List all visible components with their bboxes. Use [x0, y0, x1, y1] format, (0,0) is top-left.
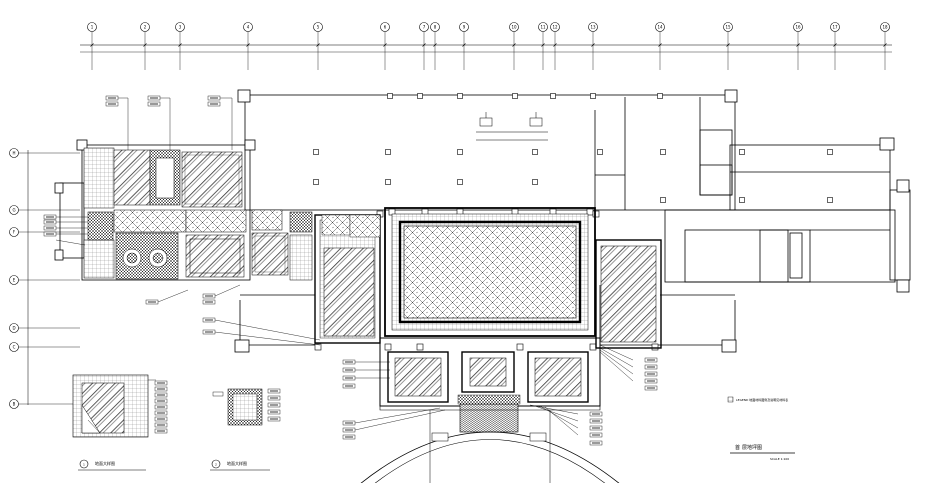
grid-column-label: 12: [552, 24, 558, 29]
grid-column-9: 9: [459, 22, 469, 70]
grid-column-3: 3: [175, 22, 185, 70]
grid-column-label: 14: [657, 24, 663, 29]
grid-column-5: 5: [313, 22, 323, 70]
grid-column-7: 7: [419, 22, 429, 70]
grid-row-C: C: [9, 342, 80, 352]
detail-1: [72, 374, 156, 438]
detail1-title: 地面大样图: [95, 460, 115, 466]
structural-columns: [313, 93, 833, 351]
grid-column-2: 2: [140, 22, 150, 70]
grid-row-label: C: [13, 344, 16, 349]
grid-axis-left: H G F E D C B: [9, 148, 80, 409]
grid-column-4: 4: [243, 22, 253, 70]
grid-column-14: 14: [655, 22, 665, 70]
grid-row-H: H: [9, 148, 80, 158]
grid-column-label: 15: [725, 24, 731, 29]
grid-column-6: 6: [380, 22, 390, 70]
detail2-title: 地面大样图: [227, 460, 247, 466]
grid-column-15: 15: [723, 22, 733, 70]
main-plan-scale: SCALE 1:100: [770, 457, 789, 461]
grid-column-label: 13: [590, 24, 596, 29]
grid-column-11: 11: [538, 22, 548, 70]
grid-column-18: 18: [880, 22, 890, 70]
grid-column-12: 12: [550, 22, 560, 70]
grid-column-label: 11: [540, 24, 546, 29]
grid-column-label: 6: [384, 24, 387, 29]
grid-column-label: 17: [832, 24, 838, 29]
grid-row-label: D: [12, 325, 15, 330]
grid-column-label: 9: [463, 24, 466, 29]
grid-column-label: 1: [91, 24, 94, 29]
grid-row-D: D: [9, 323, 80, 333]
grid-column-16: 16: [793, 22, 803, 70]
grid-column-13: 13: [588, 22, 598, 70]
detail-2: [212, 388, 263, 426]
grid-column-label: 7: [423, 24, 426, 29]
grid-column-label: 2: [144, 24, 147, 29]
section-symbols: [476, 112, 548, 141]
entrance-floor: [360, 337, 620, 483]
grid-row-E: E: [9, 275, 80, 285]
grid-column-label: 16: [795, 24, 801, 29]
building-outline: [54, 89, 911, 353]
grid-column-label: 10: [511, 24, 517, 29]
leader-lines: [55, 97, 634, 436]
grid-column-8: 8: [430, 22, 440, 70]
central-hall-floor: [314, 207, 662, 349]
main-plan-title: 层地坪图: [742, 444, 762, 451]
grid-row-B: B: [9, 399, 80, 409]
detail1-number: 1: [83, 462, 85, 466]
grid-row-G: G: [9, 205, 80, 215]
grid-column-10: 10: [509, 22, 519, 70]
grid-row-label: E: [13, 277, 16, 282]
grid-column-label: 18: [882, 24, 888, 29]
main-plan-number: 首: [735, 444, 740, 451]
grid-column-1: 1: [87, 22, 97, 70]
detail2-number: 2: [215, 462, 217, 466]
grid-column-label: 4: [247, 24, 250, 29]
legend-note: LEGEND 地面材料图例及说明见材料表: [736, 397, 788, 402]
grid-row-label: G: [12, 207, 15, 212]
grid-row-label: F: [13, 229, 16, 234]
grid-column-label: 5: [317, 24, 320, 29]
grid-column-label: 8: [434, 24, 437, 29]
left-wing-floor: [83, 147, 313, 281]
grid-column-label: 3: [179, 24, 182, 29]
grid-row-label: B: [13, 401, 16, 406]
grid-column-17: 17: [830, 22, 840, 70]
grid-row-label: H: [12, 150, 15, 155]
